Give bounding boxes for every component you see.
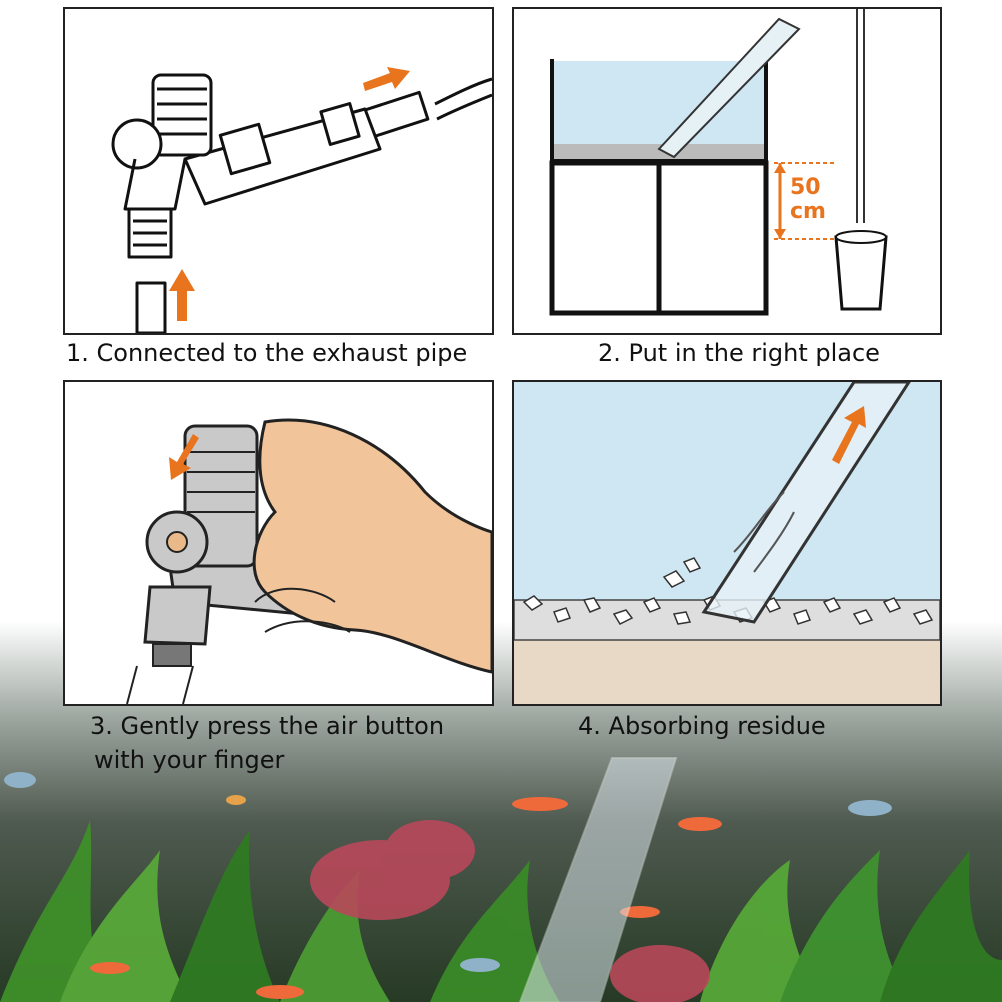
step-4-panel — [512, 380, 942, 706]
absorbing-residue-illustration — [514, 382, 940, 704]
device-on-pipe-illustration — [111, 67, 492, 333]
fish — [90, 795, 722, 999]
orange-arrow — [832, 406, 866, 464]
aquatic-plants — [0, 820, 1002, 1002]
step-3-caption-line2: with your finger — [94, 746, 285, 774]
step-3-panel — [63, 380, 494, 706]
tank-placement-illustration — [549, 9, 888, 316]
step-4-caption: 4. Absorbing residue — [578, 712, 826, 740]
measurement-value: 50 — [790, 175, 821, 200]
step-1-panel — [63, 7, 494, 335]
siphon-tube — [518, 757, 678, 1002]
fish-blue — [4, 772, 892, 972]
orange-arrow — [169, 434, 199, 480]
red-plant — [310, 820, 710, 1002]
hand-pressing-button-illustration — [126, 418, 492, 704]
measurement-unit: cm — [790, 199, 826, 224]
step-3-caption: 3. Gently press the air button — [90, 712, 445, 740]
step-2-panel: 50 cm — [512, 7, 942, 335]
step-2-caption: 2. Put in the right place — [598, 339, 880, 367]
step-1-caption: 1. Connected to the exhaust pipe — [66, 339, 468, 367]
orange-arrow — [169, 67, 410, 321]
